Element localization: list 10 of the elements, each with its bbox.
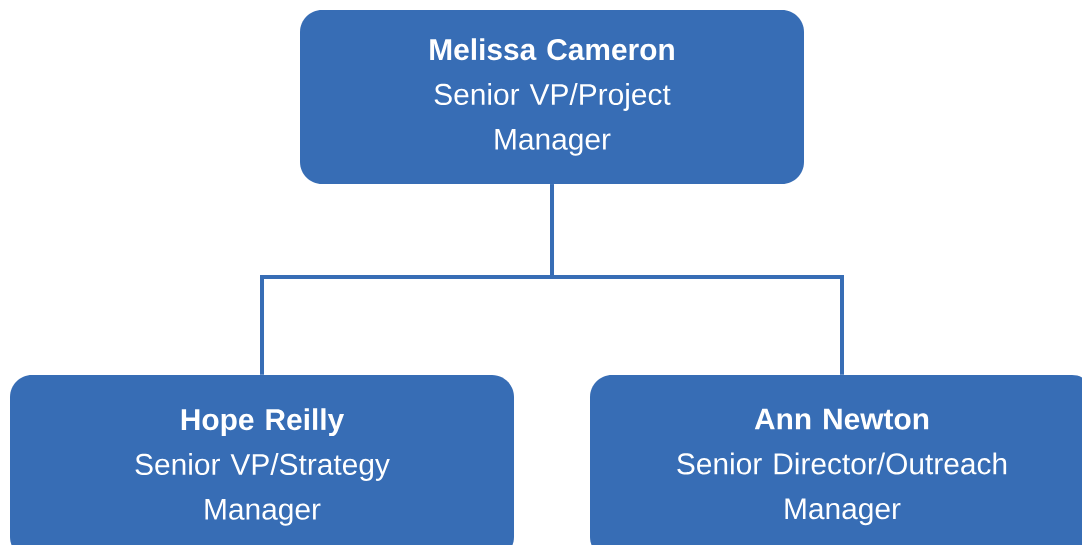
job-title: Senior Director/Outreach Manager (677, 452, 1007, 526)
org-box (590, 375, 1082, 545)
job-title: Senior VP/Strategy Manager (135, 453, 390, 526)
person-name: Ann Newton (754, 408, 929, 430)
person-name: Hope Reilly (181, 408, 345, 437)
connector-line (550, 184, 844, 375)
person-name: Melissa Cameron (430, 38, 674, 61)
org-box (300, 10, 804, 184)
job-title: Senior VP/Project Manager (434, 83, 671, 156)
org-box (10, 375, 514, 545)
